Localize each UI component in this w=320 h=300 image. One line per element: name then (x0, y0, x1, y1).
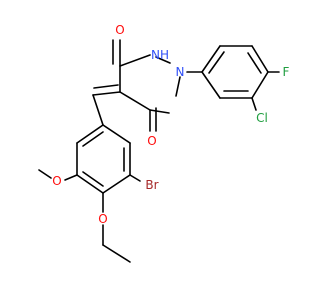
bond (251, 45, 269, 73)
bond (102, 174, 131, 194)
bond (102, 244, 131, 263)
molecule-structure-diagram: O NH N O F Cl Br O O (38, 23, 290, 263)
bond (208, 51, 225, 74)
bond (82, 171, 104, 187)
atom-o-top: O (115, 23, 124, 37)
bonds (38, 39, 280, 263)
atom-o-methoxy: O (52, 174, 61, 188)
bond (82, 131, 104, 147)
atom-fluorine: F (283, 65, 290, 79)
atom-nh: NH (151, 48, 169, 62)
bond (76, 174, 104, 194)
bond (149, 109, 170, 114)
bond (119, 54, 151, 67)
bond (76, 124, 104, 144)
atom-chlorine: Cl (256, 111, 268, 125)
bond (119, 91, 151, 111)
bond (201, 71, 221, 99)
bond (64, 174, 78, 181)
bond (251, 97, 257, 111)
atom-o-ethoxy: O (98, 212, 107, 226)
atom-bromine: Br (145, 178, 158, 192)
bond (155, 56, 171, 64)
bond (251, 71, 269, 99)
bond (93, 84, 119, 89)
bond (102, 124, 131, 144)
bond (92, 91, 121, 96)
atom-labels: O NH N O F Cl Br O O (52, 23, 289, 226)
bond (129, 174, 141, 182)
bond (201, 45, 221, 73)
bond (38, 169, 52, 179)
bond (175, 76, 181, 97)
atom-o-bottom: O (147, 134, 156, 148)
atom-n-ring: N (176, 65, 185, 79)
bond (247, 52, 262, 74)
bond (92, 94, 104, 126)
